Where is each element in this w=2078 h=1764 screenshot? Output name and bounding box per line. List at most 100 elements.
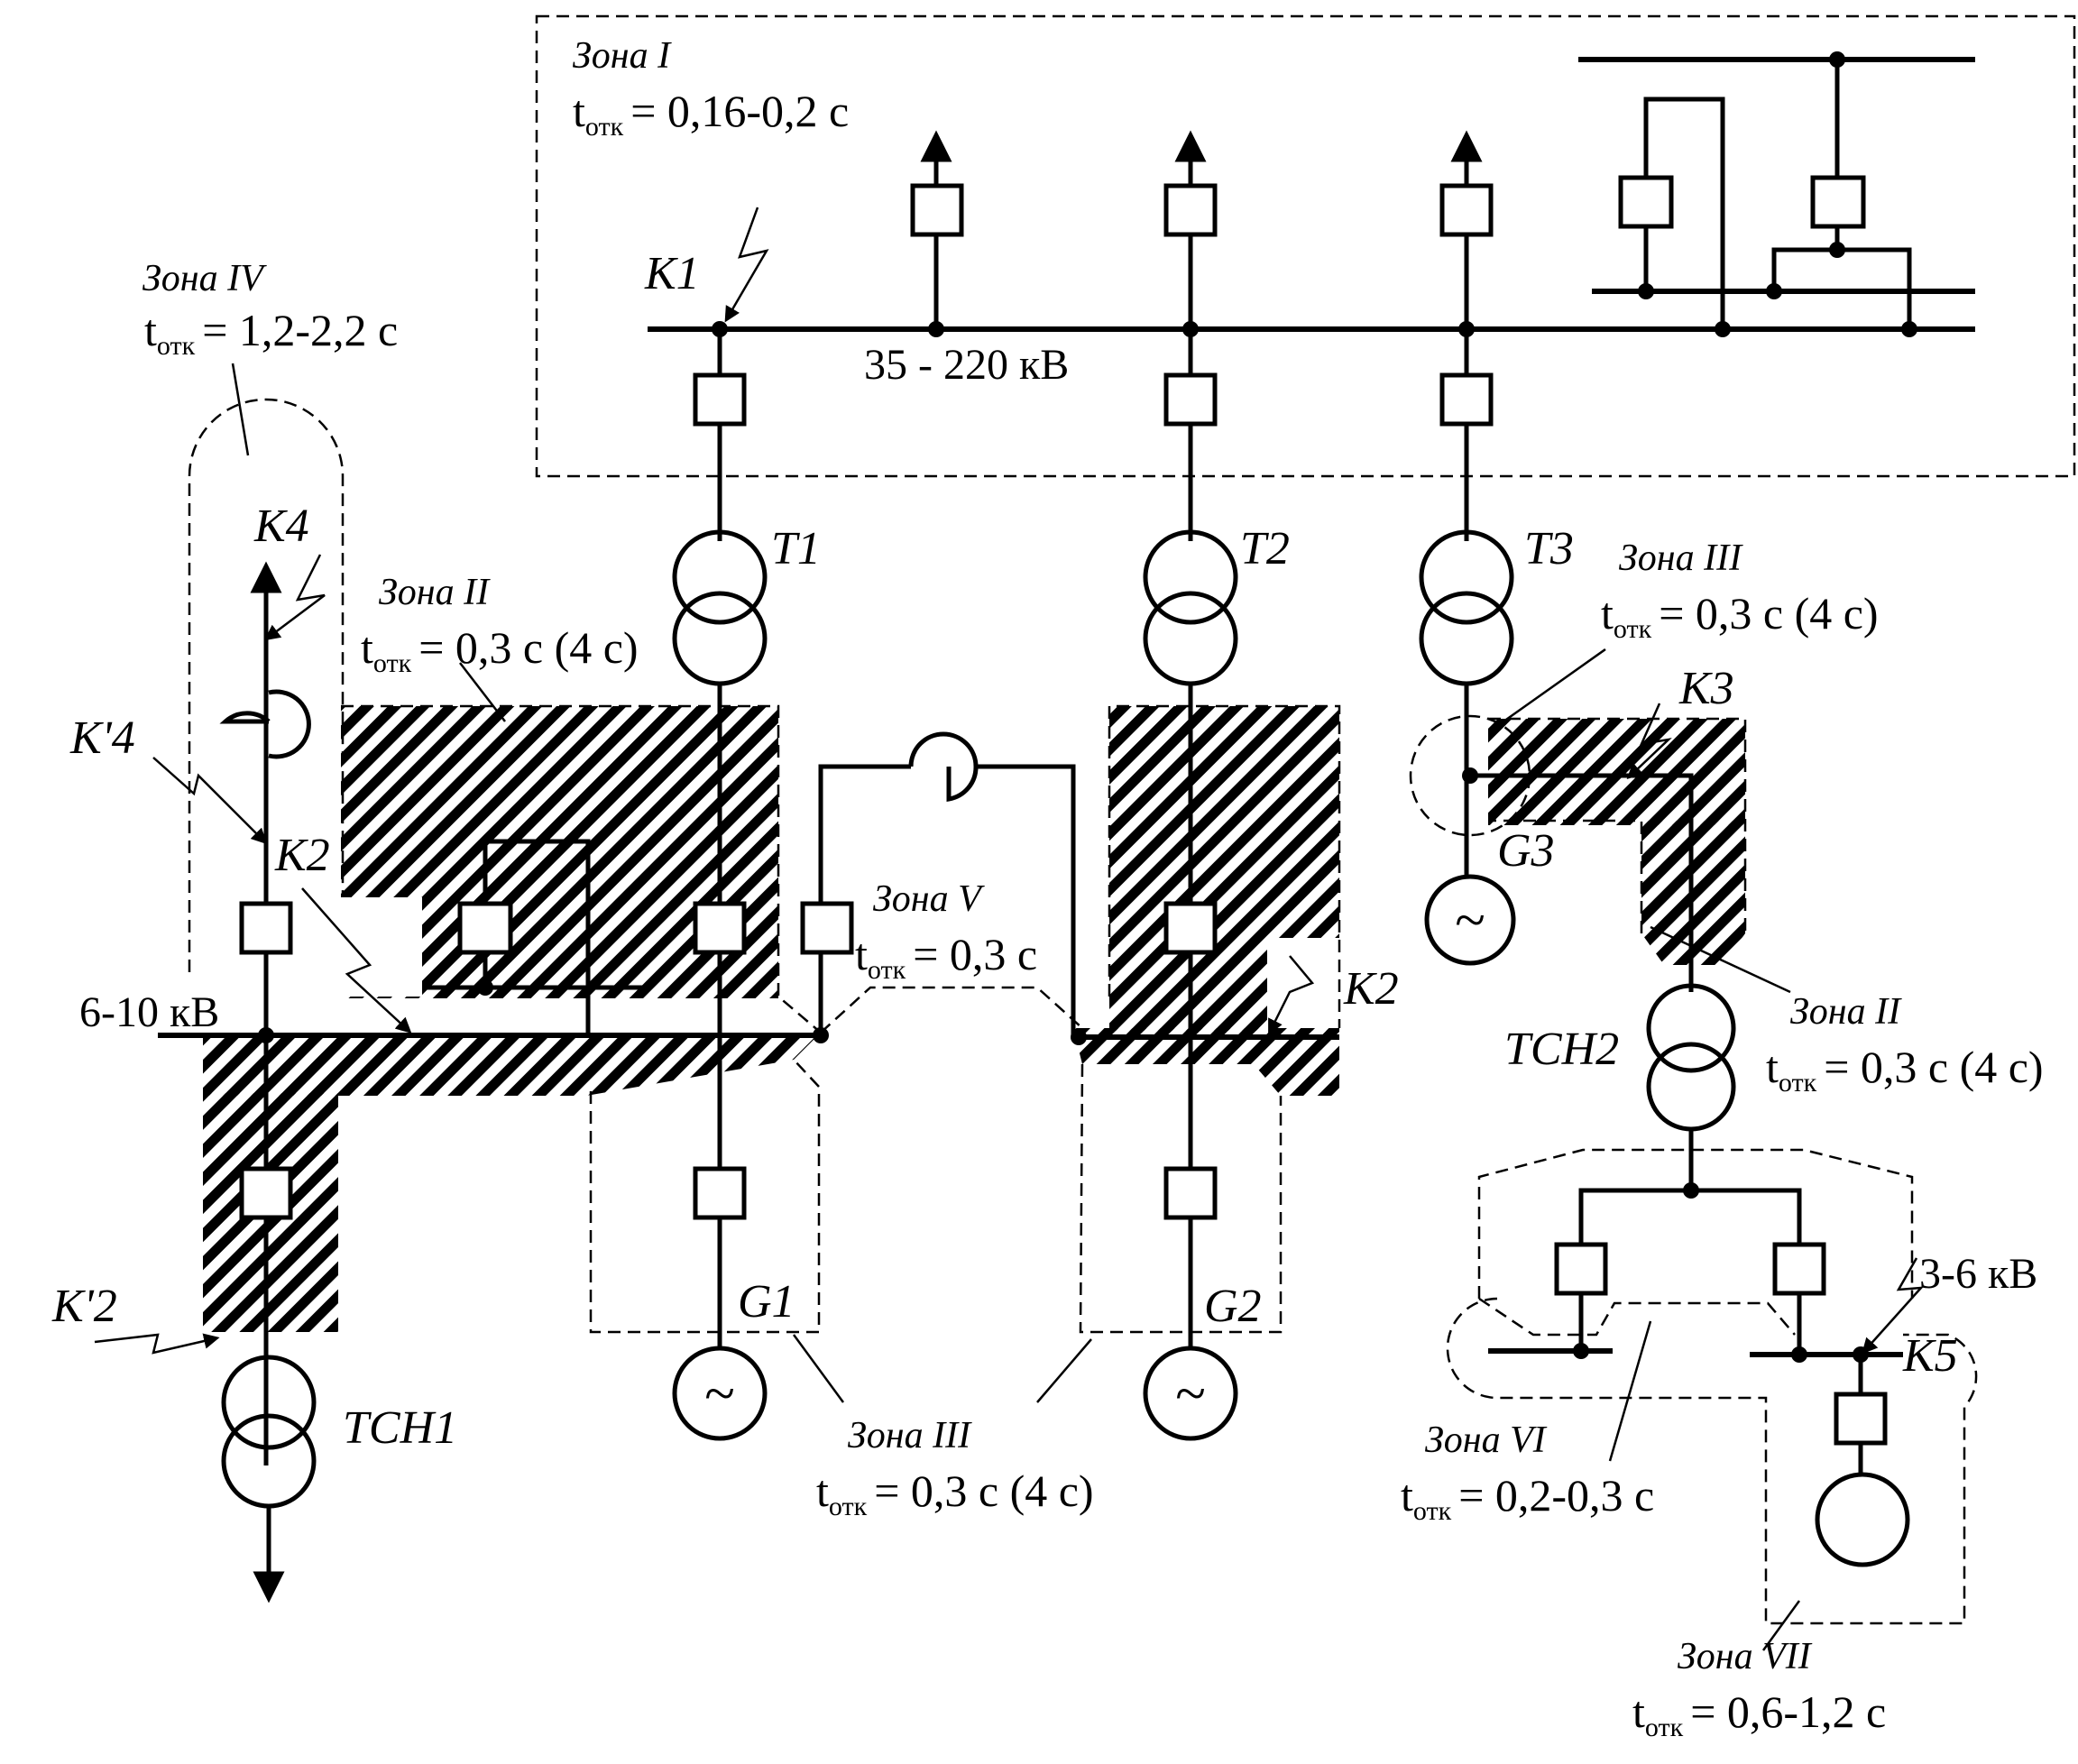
zone-1-time: tотк= 0,16-0,2 с (573, 86, 849, 142)
leader-lines (231, 363, 1801, 1651)
t1-winding-1 (672, 529, 768, 625)
t1-label: T1 (771, 523, 821, 574)
zone-3b-name: Зона III (848, 1415, 972, 1456)
g1-field-breaker (693, 1166, 747, 1220)
zone-7-outline (1446, 1297, 1978, 1625)
unit-2: ~ (1143, 321, 1238, 1441)
fault-k4-label: K4 (253, 501, 309, 552)
g2-generator (1143, 1346, 1238, 1441)
tsn2-winding-2 (1646, 1042, 1736, 1132)
reactor-coil (908, 731, 979, 802)
t1-winding-2 (672, 591, 768, 686)
g1-generator (672, 1346, 768, 1441)
t3-winding-1 (1419, 529, 1514, 625)
g3-symbol: ~ (1455, 890, 1485, 951)
motor-breaker (1834, 1392, 1888, 1446)
zone-2b-time: tотк= 0,3 с (4 с) (1766, 1042, 2044, 1098)
t2-winding-2 (1143, 591, 1238, 686)
g2-symbol: ~ (1175, 1364, 1206, 1425)
zone-3a-outline (589, 1059, 821, 1334)
zone-2-hatch-g3 (1488, 719, 1745, 825)
bus-coupler-breaker-2 (1810, 175, 1866, 229)
zone-3a-name: Зона III (1619, 537, 1743, 579)
fault-k1-arrow (724, 207, 769, 323)
t3-winding-2 (1419, 591, 1514, 686)
zone-2a-name: Зона II (379, 572, 491, 613)
section-breaker (457, 901, 513, 955)
zone-2-g3-outline (1488, 717, 1747, 933)
fault-k4p-arrow (152, 757, 268, 845)
hv-line-2 (1163, 130, 1218, 329)
t2-winding-1 (1143, 529, 1238, 625)
fault-k2p-label: K'2 (51, 1281, 117, 1332)
fault-k2-label-right: K2 (1343, 963, 1399, 1015)
zone-6-outline (1477, 1148, 1914, 1337)
fault-k2-label-left: K2 (274, 830, 330, 881)
g1-breaker (693, 901, 747, 955)
zone-3b-outline (1079, 1063, 1283, 1334)
zone-6-name: Зона VI (1425, 1419, 1548, 1461)
labels: Зона I tотк= 0,16-0,2 с Зона IV tотк= 1,… (51, 35, 2044, 1742)
fault-k2-arrow-left (301, 887, 412, 1034)
gen-voltage-switchgear (158, 561, 1339, 1603)
t2-hv-breaker (1163, 372, 1218, 427)
line-reactor (219, 689, 311, 759)
g3-label: G3 (1497, 825, 1555, 877)
zone-2a-time: tотк= 0,3 с (4 с) (361, 622, 639, 678)
zone-7-time: tотк= 0,6-1,2 с (1632, 1686, 1886, 1742)
zone-4-outline (188, 398, 345, 972)
t2-label: T2 (1240, 523, 1290, 574)
aux-motor (1815, 1472, 1910, 1567)
fault-k5-arrow (1862, 1257, 1925, 1355)
fault-k2-arrow-right (1268, 955, 1315, 1035)
fault-k4-arrow (264, 554, 326, 641)
zone-5-outline (820, 986, 1083, 1034)
fault-k3-arrow (1626, 703, 1672, 780)
reactor-breaker (800, 901, 854, 955)
g2-breaker (1163, 901, 1218, 955)
t3-hv-breaker (1439, 372, 1494, 427)
hv-switchyard (648, 51, 1975, 337)
fault-markers (94, 207, 1925, 1355)
zone-1-outline (535, 14, 2076, 478)
zone-2-hatch-bus-right (1073, 1028, 1339, 1096)
fault-k5-label: K5 (1902, 1330, 1958, 1382)
g3-generator (1424, 874, 1516, 966)
zone-4-name: Зона IV (143, 258, 267, 299)
tsn2-breaker-left (1554, 1242, 1608, 1296)
unit-3: ~ (1419, 321, 1910, 1567)
g2-field-breaker (1163, 1166, 1218, 1220)
zone-2-hatching (203, 706, 1745, 1332)
zone-2-hatch-bus-left (203, 1033, 586, 1096)
tsn2-breaker-right (1772, 1242, 1826, 1296)
zone-2-hatch-bus-mid (586, 1033, 821, 1096)
zone-4-time: tотк= 1,2-2,2 с (144, 305, 398, 361)
tsn2-label: ТСН2 (1504, 1024, 1619, 1075)
zone-3a-time: tотк= 0,3 с (4 с) (1601, 588, 1879, 644)
g2-label: G2 (1204, 1281, 1262, 1332)
g1-label: G1 (738, 1276, 795, 1328)
aux-voltage-label: 3-6 кВ (1919, 1250, 2037, 1298)
tsn1-label: ТСН1 (343, 1402, 457, 1454)
gen-voltage-label: 6-10 кВ (79, 988, 219, 1036)
zone-1-name: Зона I (573, 35, 672, 77)
zone-6-time: tотк= 0,2-0,3 с (1401, 1470, 1654, 1526)
fault-k2p-arrow (94, 1333, 220, 1355)
hv-line-1 (910, 130, 964, 337)
tsn1-line-breaker (239, 901, 293, 955)
zone-5-name: Зона V (873, 878, 985, 920)
tsn1-winding-2 (221, 1413, 317, 1509)
zone-7-name: Зона VII (1678, 1636, 1813, 1677)
zone-3b-time: tотк= 0,3 с (4 с) (816, 1465, 1094, 1521)
g1-symbol: ~ (704, 1364, 735, 1425)
tsn1-winding-1 (221, 1355, 317, 1450)
zone-5-time: tотк= 0,3 с (855, 929, 1037, 985)
hv-line-3 (1439, 130, 1494, 329)
zone-2b-name: Зона II (1790, 991, 1902, 1033)
hv-voltage-label: 35 - 220 кВ (864, 341, 1069, 389)
t3-label: T3 (1524, 523, 1574, 574)
tsn1-breaker (239, 1166, 293, 1220)
unit-1: ~ (672, 321, 768, 1441)
bus-coupler-breaker-1 (1618, 175, 1674, 229)
